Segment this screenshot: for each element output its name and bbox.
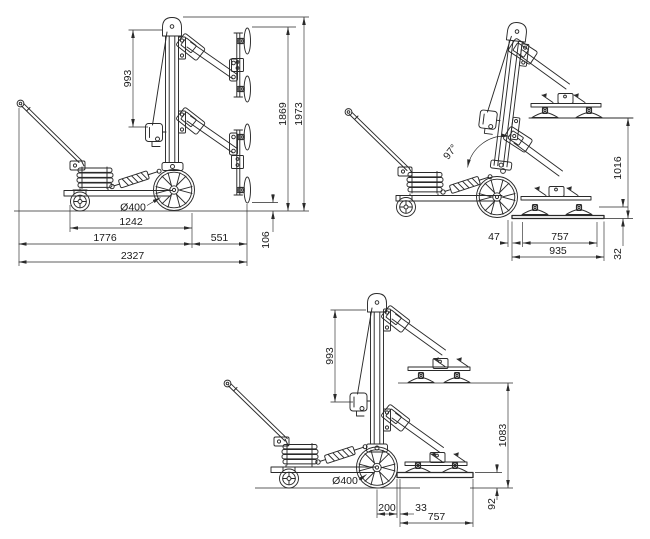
- lower-cup-bar: [233, 129, 243, 196]
- dimension-label-1869: 1869: [277, 102, 289, 126]
- dimension-label-400: Ø400: [120, 202, 146, 214]
- lower-glass-slab: [511, 214, 605, 220]
- dimension-label-1083: 1083: [497, 424, 509, 448]
- dimension-label-1973: 1973: [293, 102, 305, 126]
- dimension-label-33: 33: [415, 502, 427, 514]
- view-upright-dimensions: [14, 16, 309, 266]
- lower-arm: [513, 137, 563, 177]
- mast-base-hub: [366, 443, 388, 453]
- dimension-label-1242: 1242: [119, 216, 143, 228]
- dimension-label-551: 551: [211, 232, 229, 244]
- dimension-label-757: 757: [428, 511, 446, 523]
- dimension-label-993: 993: [324, 347, 336, 365]
- mast-pivot: [500, 168, 506, 174]
- dimension-label-106: 106: [260, 231, 272, 249]
- dimension-label-32: 32: [612, 248, 624, 260]
- upper-arm: [186, 41, 237, 80]
- lower-crossbar: [404, 461, 468, 466]
- tiller-grip: [344, 108, 353, 116]
- tiller-grip: [223, 379, 232, 388]
- mast-top-pulley: [162, 17, 182, 37]
- mast-column: [165, 35, 179, 163]
- dimension-label-2327: 2327: [121, 250, 145, 262]
- view-tilted-machine: [344, 22, 634, 220]
- tiller-handle: [349, 111, 410, 171]
- glass-slab: [396, 471, 474, 479]
- lower-arm: [186, 115, 237, 154]
- upper-crossbar: [530, 103, 602, 108]
- view-lowered-dimensions: [255, 309, 513, 527]
- dimension-label-92: 92: [486, 498, 498, 510]
- view-tilted-dimensions: [467, 118, 633, 261]
- slider-block: [145, 123, 163, 142]
- mast-tilted: [478, 22, 530, 171]
- dimension-label-993: 993: [122, 70, 134, 88]
- upper-arm: [518, 49, 570, 90]
- view-upright-machine: [16, 17, 251, 212]
- dimension-label-200: 200: [378, 502, 396, 514]
- tiller-grip: [16, 99, 25, 108]
- lower-crossbar: [520, 196, 592, 201]
- upper-crossbar: [407, 366, 471, 371]
- view-lowered-machine: [223, 293, 474, 489]
- mast-base-hub: [161, 162, 184, 171]
- dimension-label-47: 47: [488, 231, 500, 243]
- chassis: [63, 188, 173, 197]
- tiller-handle: [228, 383, 288, 442]
- lift-cable: [152, 31, 168, 126]
- dimension-label-1776: 1776: [93, 232, 117, 244]
- dimension-label-400: Ø400: [332, 475, 358, 487]
- upper-cup-bar: [233, 32, 243, 98]
- lower-arm: [391, 412, 444, 453]
- dimension-label-935: 935: [549, 245, 567, 257]
- dimension-label-1016: 1016: [612, 156, 624, 180]
- dimension-label-757: 757: [551, 231, 569, 243]
- chassis: [270, 464, 376, 473]
- pump-head: [69, 160, 86, 171]
- chassis: [395, 193, 503, 202]
- dimension-label-97: 97°: [441, 142, 460, 162]
- upper-arm: [391, 313, 446, 356]
- tiller-handle: [21, 103, 82, 163]
- mast-column: [370, 311, 384, 445]
- lift-cable: [357, 307, 373, 395]
- pump-head: [273, 436, 290, 447]
